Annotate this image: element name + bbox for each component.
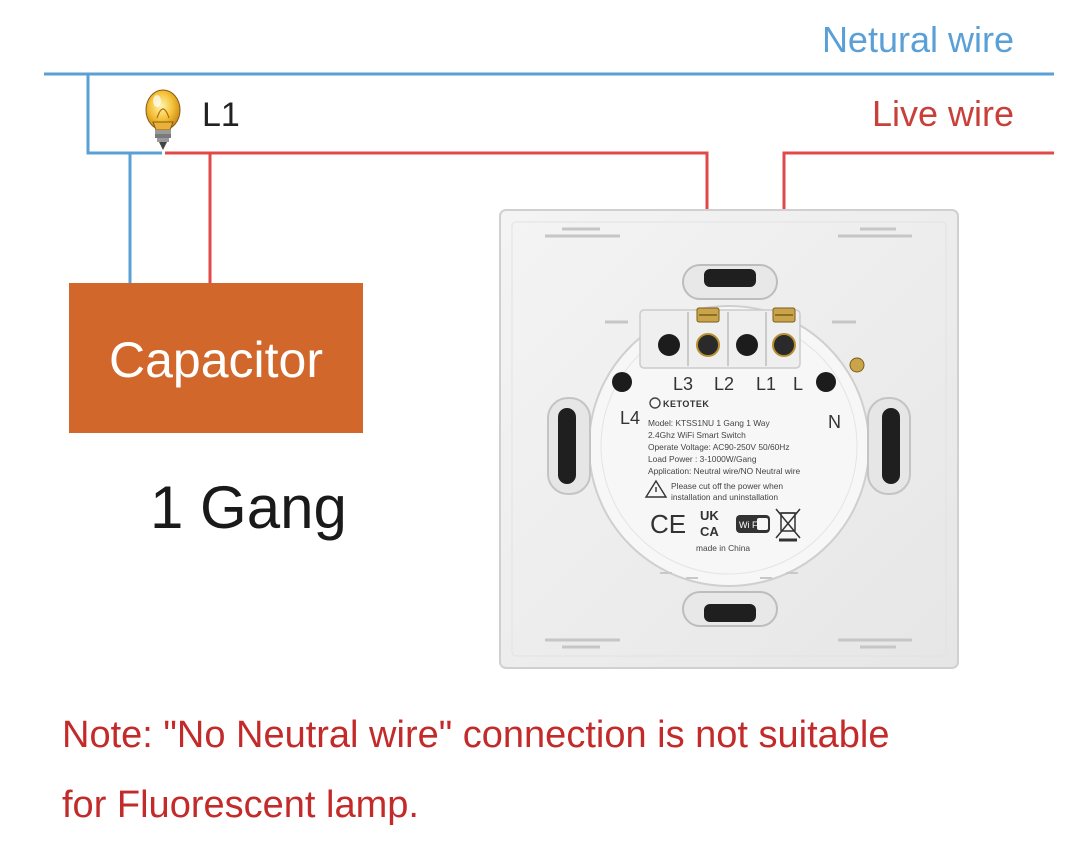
lamp-bulb-icon: [145, 89, 181, 150]
lamp-label: L1: [202, 96, 240, 134]
origin-label: made in China: [696, 543, 750, 553]
neutral-wire: [44, 72, 1054, 283]
warning-line: installation and uninstallation: [671, 492, 778, 502]
wifi-badge-icon: [736, 515, 770, 533]
warning-triangle-icon: [644, 479, 668, 498]
terminal-label-l3: L3: [673, 374, 693, 394]
wifi-badge-label: Wi Fi: [739, 520, 760, 530]
terminal-label-l: L: [793, 374, 803, 394]
weee-bin-icon: [775, 508, 801, 542]
ukca-mark-ca: CA: [700, 524, 719, 539]
note-line: for Fluorescent lamp.: [62, 784, 419, 826]
terminal-label-l4: L4: [620, 408, 640, 428]
neutral-wire-label: Netural wire: [821, 19, 1014, 60]
spec-line: Application: Neutral wire/NO Neutral wir…: [648, 466, 801, 476]
smart-switch-back-panel: L3 L2 L1 L L4 N KETOTEK Model: KTSS1NU 1…: [499, 209, 959, 669]
spec-line: Operate Voltage: AC90-250V 50/60Hz: [648, 442, 790, 452]
terminal-label-l1: L1: [756, 374, 776, 394]
gang-label: 1 Gang: [150, 474, 347, 541]
capacitor-box: Capacitor: [69, 283, 363, 433]
spec-line: 2.4Ghz WiFi Smart Switch: [648, 430, 746, 440]
live-wire-label: Live wire: [871, 93, 1014, 134]
warning-line: Please cut off the power when: [671, 481, 783, 491]
terminal-label-n: N: [828, 412, 841, 432]
brand-name: KETOTEK: [663, 399, 709, 409]
terminal-label-l2: L2: [714, 374, 734, 394]
brand-logo-icon: [649, 397, 661, 409]
ce-mark-icon: CE: [650, 509, 686, 539]
note-line: Note: "No Neutral wire" connection is no…: [62, 714, 890, 756]
note-text: Note: "No Neutral wire" connection is no…: [62, 700, 1042, 840]
ukca-mark-uk: UK: [700, 508, 719, 523]
spec-line: Load Power : 3-1000W/Gang: [648, 454, 757, 464]
capacitor-label: Capacitor: [109, 332, 323, 388]
spec-line: Model: KTSS1NU 1 Gang 1 Way: [648, 418, 770, 428]
